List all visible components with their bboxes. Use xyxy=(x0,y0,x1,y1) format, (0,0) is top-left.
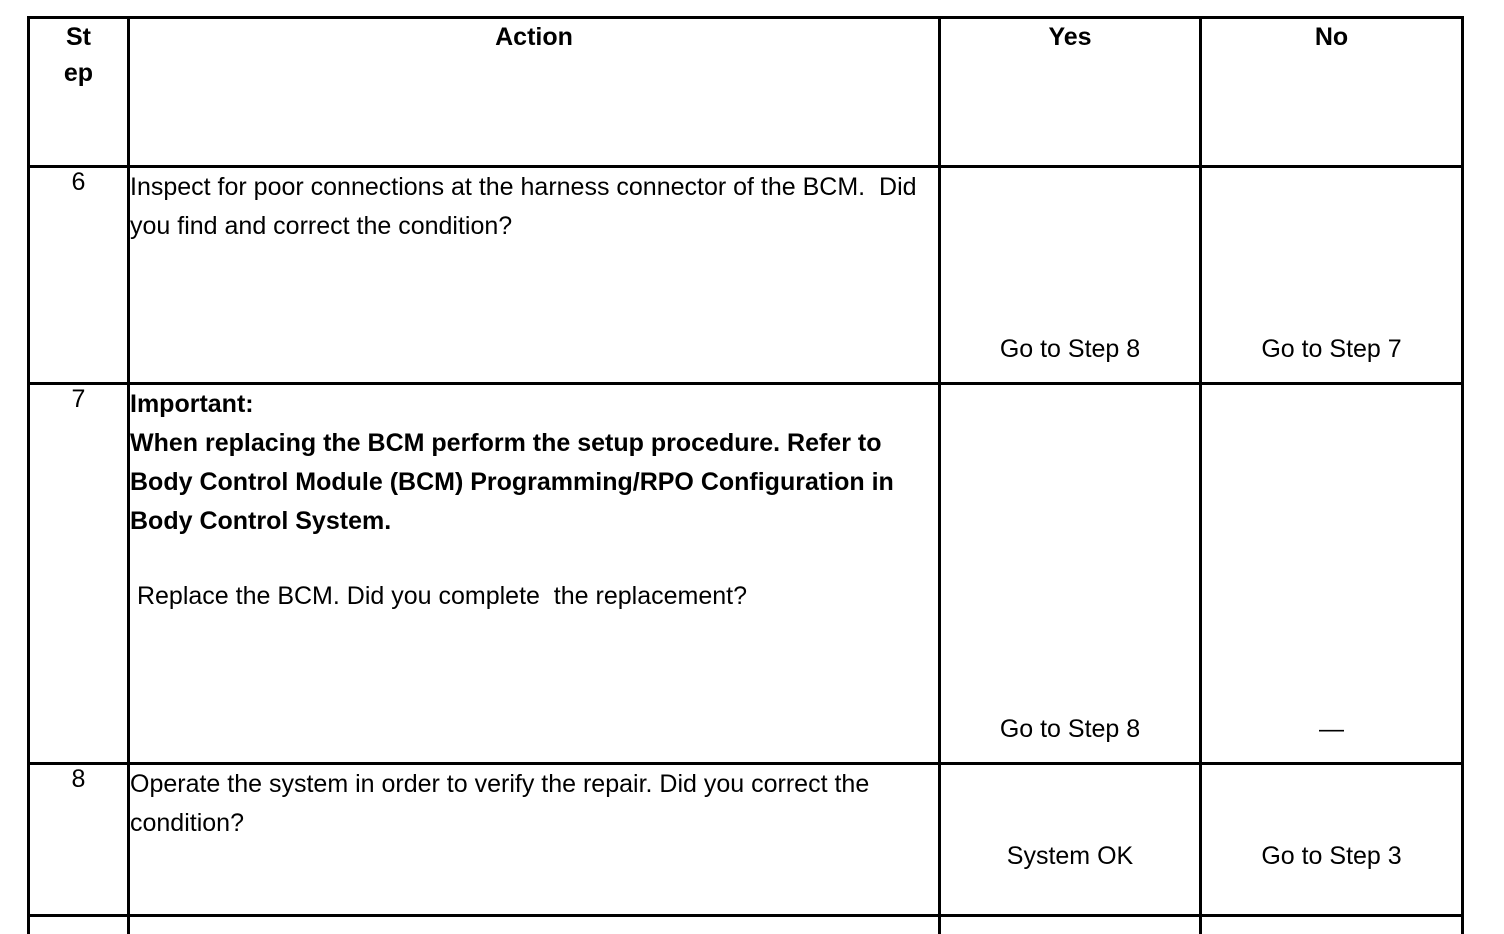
yes-result-cell-truncated xyxy=(940,916,1201,934)
column-header-step: St ep xyxy=(29,18,129,167)
step-number-cell: 8 xyxy=(29,764,129,916)
header-row: St ep Action Yes No xyxy=(29,18,1463,167)
no-result-cell: Go to Step 7 xyxy=(1201,167,1463,384)
page-canvas: St ep Action Yes No 6 Inspect for poor c… xyxy=(0,0,1504,874)
diagnostic-table: St ep Action Yes No 6 Inspect for poor c… xyxy=(27,16,1464,934)
yes-result-cell: Go to Step 8 xyxy=(940,167,1201,384)
yes-result-text: System OK xyxy=(941,842,1199,871)
no-result-cell: — xyxy=(1201,384,1463,764)
column-header-step-text: St ep xyxy=(30,19,127,92)
yes-result-cell: System OK xyxy=(940,764,1201,916)
action-paragraph: Operate the system in order to verify th… xyxy=(130,765,938,843)
column-header-step-line1: St xyxy=(30,19,127,55)
action-cell: Operate the system in order to verify th… xyxy=(129,764,940,916)
action-cell: Inspect for poor connections at the harn… xyxy=(129,167,940,384)
yes-result-text: Go to Step 8 xyxy=(941,335,1199,364)
no-result-cell: Go to Step 3 xyxy=(1201,764,1463,916)
column-header-action: Action xyxy=(129,18,940,167)
action-paragraph: Inspect for poor connections at the harn… xyxy=(130,168,938,246)
table-row: 6 Inspect for poor connections at the ha… xyxy=(29,167,1463,384)
column-header-no: No xyxy=(1201,18,1463,167)
no-result-text: Go to Step 3 xyxy=(1202,842,1461,871)
table-row: 7 Important: When replacing the BCM perf… xyxy=(29,384,1463,764)
no-result-text: Go to Step 7 xyxy=(1202,335,1461,364)
action-cell-truncated xyxy=(129,916,940,934)
action-cell: Important: When replacing the BCM perfor… xyxy=(129,384,940,764)
no-result-text: — xyxy=(1202,715,1461,744)
action-important-body: When replacing the BCM perform the setup… xyxy=(130,424,938,541)
step-number-cell: 7 xyxy=(29,384,129,764)
yes-result-text: Go to Step 8 xyxy=(941,715,1199,744)
table-row-truncated xyxy=(29,916,1463,934)
no-result-cell-truncated xyxy=(1201,916,1463,934)
step-number-cell: 6 xyxy=(29,167,129,384)
column-header-yes: Yes xyxy=(940,18,1201,167)
table-body: 6 Inspect for poor connections at the ha… xyxy=(29,167,1463,934)
action-spacer xyxy=(130,541,938,577)
action-paragraph: Replace the BCM. Did you complete the re… xyxy=(130,577,938,616)
table-header: St ep Action Yes No xyxy=(29,18,1463,167)
yes-result-cell: Go to Step 8 xyxy=(940,384,1201,764)
step-number-cell-truncated xyxy=(29,916,129,934)
table-row: 8 Operate the system in order to verify … xyxy=(29,764,1463,916)
action-important-label: Important: xyxy=(130,385,938,424)
column-header-step-line2: ep xyxy=(30,55,127,91)
